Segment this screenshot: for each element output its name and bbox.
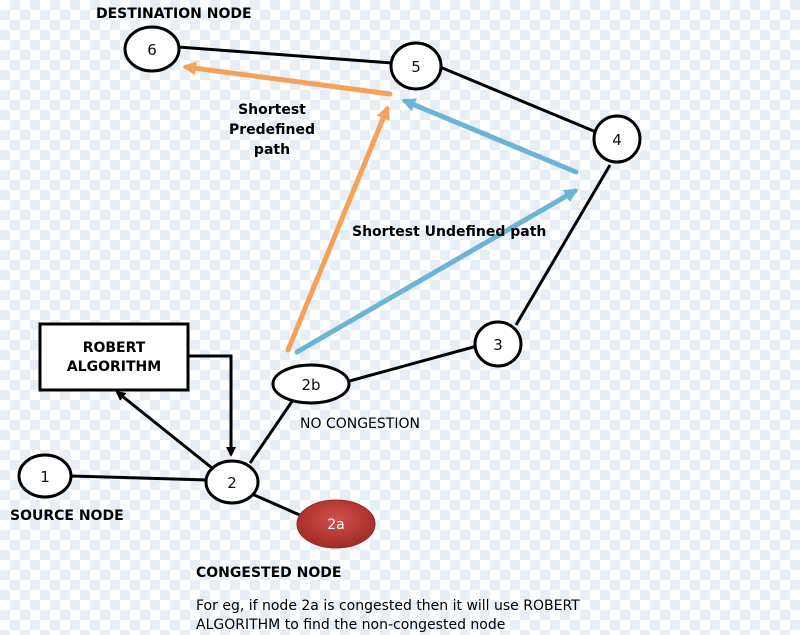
predefined-line-1: Shortest (238, 102, 306, 118)
arrow-node2-to-box (115, 390, 213, 470)
edge-3-4 (514, 164, 612, 326)
node-3: 3 (473, 320, 523, 368)
footnote-line-2: ALGORITHM to find the non-congested node (196, 617, 505, 633)
edge-2-2b (248, 399, 295, 464)
source-node-label: SOURCE NODE (10, 508, 124, 524)
node-3-label: 3 (493, 336, 503, 354)
node-2a: 2a (296, 499, 376, 549)
undefined-path-up (294, 188, 579, 355)
node-2b: 2b (271, 363, 351, 405)
predefined-line-3: path (254, 142, 290, 158)
edge-5-6 (177, 45, 393, 65)
paths (182, 61, 579, 355)
predefined-line-2: Predefined (229, 122, 315, 138)
robert-arrows (115, 354, 236, 470)
node-5-label: 5 (411, 58, 421, 76)
node-2: 2 (204, 459, 260, 505)
edge-2b-3 (345, 344, 478, 384)
edge-4-5 (439, 65, 597, 134)
destination-node-label: DESTINATION NODE (96, 6, 252, 22)
node-6-label: 6 (147, 41, 157, 59)
edge-1-2 (69, 474, 209, 482)
node-2a-label: 2a (327, 517, 345, 533)
node-4: 4 (592, 114, 642, 164)
edges (69, 45, 612, 518)
node-1-label: 1 (40, 468, 50, 486)
undefined-path-left (401, 98, 579, 175)
node-5: 5 (389, 41, 443, 91)
robert-line-2: ALGORITHM (67, 359, 161, 375)
node-2-label: 2 (227, 474, 237, 492)
node-6: 6 (123, 25, 181, 73)
robert-line-1: ROBERT (83, 340, 146, 356)
footnote-line-1: For eg, if node 2a is congested then it … (196, 598, 580, 614)
node-2b-label: 2b (301, 376, 320, 394)
edge-2-2a (251, 492, 303, 518)
predefined-path-up (285, 105, 390, 353)
arrow-box-to-node2 (188, 354, 236, 457)
footnote: For eg, if node 2a is congested then it … (196, 598, 580, 633)
predefined-path-left (182, 61, 393, 97)
congested-node-label: CONGESTED NODE (196, 565, 341, 581)
node-4-label: 4 (612, 131, 622, 149)
shortest-undefined-path-label: Shortest Undefined path (352, 224, 546, 240)
no-congestion-label: NO CONGESTION (300, 416, 420, 432)
robert-algorithm-box: ROBERT ALGORITHM (38, 322, 190, 392)
shortest-predefined-path-label: Shortest Predefined path (229, 102, 315, 158)
node-1: 1 (17, 453, 73, 499)
